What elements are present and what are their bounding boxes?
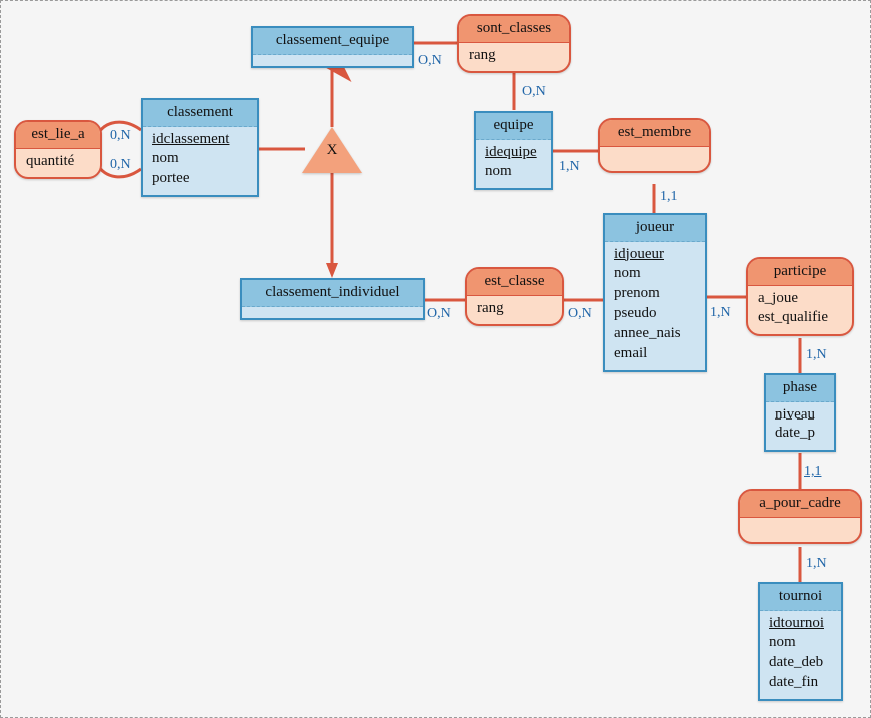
entity-classement-equipe[interactable]: classement_equipe — [251, 26, 414, 68]
specialization-triangle[interactable] — [302, 127, 362, 173]
attribute: annee_nais — [614, 325, 681, 342]
attribute: email — [614, 345, 648, 362]
relationship-est-lie-a[interactable]: est_lie_a quantité — [14, 120, 102, 180]
entity-title: classement — [143, 100, 257, 127]
cardinality-estclasse-joueur: O,N — [568, 306, 592, 321]
cardinality-equipe-estmembre: 1,N — [559, 159, 580, 174]
cardinality-classementequipe-sontclasses: O,N — [418, 53, 442, 68]
entity-attributes: niveau date_p — [766, 402, 834, 451]
attribute: idclassement — [152, 130, 230, 147]
attribute: niveau — [775, 405, 815, 422]
specialization-label: X — [326, 142, 338, 158]
attribute: nom — [769, 634, 796, 651]
attribute: quantité — [26, 152, 75, 169]
attribute: rang — [469, 46, 496, 63]
cardinality-phase-apourcadre: 1,1 — [804, 464, 822, 479]
attribute: pseudo — [614, 305, 657, 322]
attribute: date_fin — [769, 674, 819, 691]
entity-attributes: idtournoi nom date_deb date_fin — [760, 611, 841, 700]
relationship-title: est_membre — [600, 120, 709, 147]
attribute: portee — [152, 170, 190, 187]
relationship-title: est_lie_a — [16, 122, 100, 149]
entity-title: tournoi — [760, 584, 841, 611]
relationship-title: sont_classes — [459, 16, 569, 43]
relationship-attributes — [600, 147, 709, 171]
relationship-sont-classes[interactable]: sont_classes rang — [457, 14, 571, 74]
cardinality-estliea-lower: 0,N — [110, 157, 131, 172]
relationship-participe[interactable]: participe a_joue est_qualifie — [746, 257, 854, 337]
entity-title: classement_equipe — [253, 28, 412, 55]
cardinality-participe-phase: 1,N — [806, 347, 827, 362]
entity-attributes — [253, 55, 412, 66]
entity-joueur[interactable]: joueur idjoueur nom prenom pseudo annee_… — [603, 213, 707, 373]
attribute: idjoueur — [614, 245, 664, 262]
attribute: nom — [152, 150, 179, 167]
entity-title: classement_individuel — [242, 280, 423, 307]
entity-title: phase — [766, 375, 834, 402]
entity-attributes: idequipe nom — [476, 140, 551, 189]
attribute: a_joue — [758, 289, 798, 306]
cardinality-apourcadre-tournoi: 1,N — [806, 556, 827, 571]
relationship-title: a_pour_cadre — [740, 491, 860, 518]
entity-attributes — [242, 307, 423, 318]
relationship-a-pour-cadre[interactable]: a_pour_cadre — [738, 489, 862, 544]
relationship-attributes: quantité — [16, 149, 100, 178]
entity-classement[interactable]: classement idclassement nom portee — [141, 98, 259, 198]
cardinality-classementindividuel-estclasse: O,N — [427, 306, 451, 321]
entity-tournoi[interactable]: tournoi idtournoi nom date_deb date_fin — [758, 582, 843, 702]
attribute: prenom — [614, 285, 660, 302]
entity-attributes: idjoueur nom prenom pseudo annee_nais em… — [605, 242, 705, 371]
cardinality-sontclasses-equipe: O,N — [522, 84, 546, 99]
attribute: est_qualifie — [758, 309, 828, 326]
relationship-title: participe — [748, 259, 852, 286]
entity-attributes: idclassement nom portee — [143, 127, 257, 196]
relationship-attributes: a_joue est_qualifie — [748, 286, 852, 335]
entity-title: joueur — [605, 215, 705, 242]
entity-classement-individuel[interactable]: classement_individuel — [240, 278, 425, 320]
attribute: date_deb — [769, 654, 824, 671]
attribute: nom — [485, 163, 512, 180]
relationship-attributes — [740, 518, 860, 542]
relationship-title: est_classe — [467, 269, 562, 296]
entity-equipe[interactable]: equipe idequipe nom — [474, 111, 553, 191]
attribute: idtournoi — [769, 614, 824, 631]
attribute: rang — [477, 299, 504, 316]
relationship-attributes: rang — [459, 43, 569, 72]
attribute: date_p — [775, 425, 815, 442]
relationship-est-classe[interactable]: est_classe rang — [465, 267, 564, 327]
relationship-est-membre[interactable]: est_membre — [598, 118, 711, 173]
cardinality-joueur-participe: 1,N — [710, 305, 731, 320]
attribute: idequipe — [485, 143, 537, 160]
entity-title: equipe — [476, 113, 551, 140]
relationship-attributes: rang — [467, 296, 562, 325]
entity-phase[interactable]: phase niveau date_p — [764, 373, 836, 453]
cardinality-estliea-upper: 0,N — [110, 128, 131, 143]
attribute: nom — [614, 265, 641, 282]
cardinality-estmembre-joueur: 1,1 — [660, 189, 678, 204]
